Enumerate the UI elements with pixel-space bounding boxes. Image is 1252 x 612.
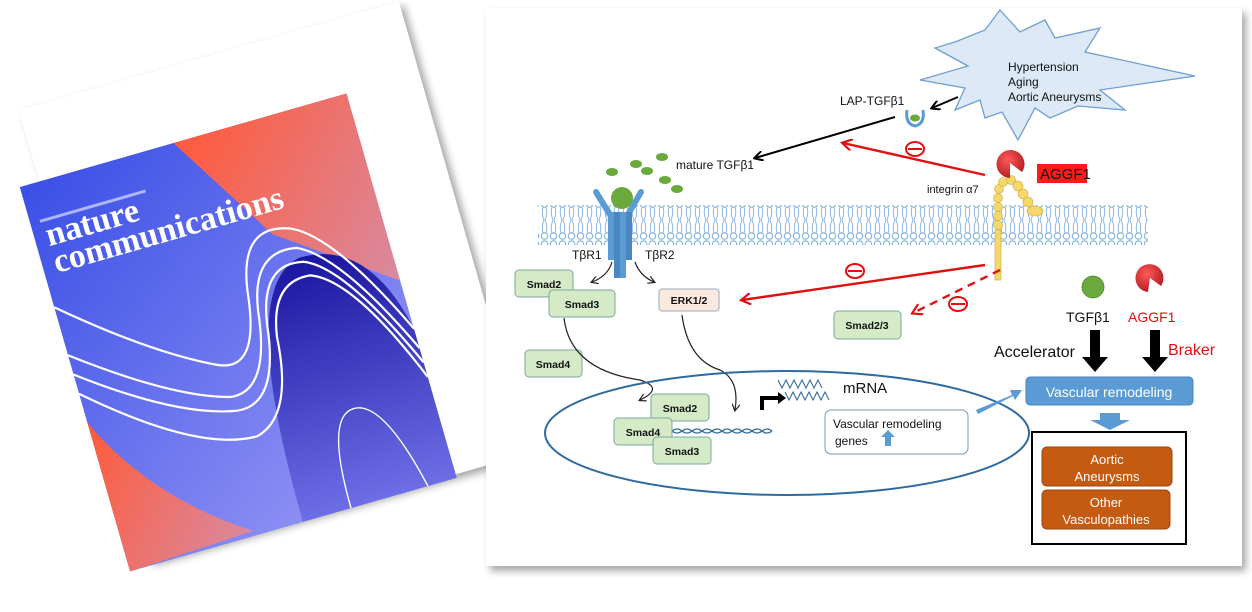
- receptor-2-label: TβR2: [645, 248, 675, 262]
- lap-to-mature-arrow: [755, 116, 896, 158]
- inhibit-icon: [845, 263, 865, 279]
- erk12-box: ERK1/2: [658, 288, 720, 312]
- mrna-squiggles: [777, 378, 830, 402]
- up-arrow-icon: [881, 430, 895, 446]
- down-arrow-icon: [1090, 413, 1130, 430]
- smad23-box: Smad2/3: [833, 310, 902, 340]
- pathway-panel: Hypertension Aging Aortic Aneurysms LAP-…: [486, 8, 1242, 566]
- cell-membrane: [538, 205, 1148, 245]
- receptor-1-label: TβR1: [572, 248, 602, 262]
- lap-tgfb1-icon: [905, 109, 925, 128]
- tgfb1-legend-label: TGFβ1: [1066, 309, 1110, 325]
- aggf1-inhibit-smad23-arrow: [913, 268, 1001, 313]
- burst-line-3: Aortic Aneurysms: [1008, 90, 1101, 104]
- stress-to-lap-arrow: [932, 96, 959, 108]
- smad-to-nucleus-arrow: [563, 317, 654, 400]
- svg-text:Smad3: Smad3: [665, 446, 700, 458]
- svg-text:genes: genes: [835, 434, 868, 448]
- aggf1-inhibit-activation-arrow: [843, 143, 986, 177]
- outcome-other-vasculopathies: Other Vasculopathies: [1041, 489, 1171, 530]
- svg-text:Smad3: Smad3: [565, 299, 600, 311]
- accelerator-label: Accelerator: [994, 344, 1076, 361]
- svg-text:Vasculopathies: Vasculopathies: [1062, 512, 1150, 527]
- nucleus: [544, 370, 1030, 496]
- nucleus-smad3-box: Smad3: [652, 436, 712, 465]
- accelerator-arrow: [1082, 330, 1108, 372]
- outcomes-box: Aortic Aneurysms Other Vasculopathies: [1031, 431, 1187, 545]
- cover-wave-lines: [53, 227, 429, 509]
- svg-text:Vascular remodeling: Vascular remodeling: [833, 417, 942, 431]
- erk-to-nucleus-arrow: [681, 314, 736, 410]
- integrin-alpha7: [993, 175, 1044, 281]
- nucleus-to-remodeling-arrow: [976, 390, 1022, 414]
- svg-text:ERK1/2: ERK1/2: [671, 295, 708, 307]
- svg-text:Smad2/3: Smad2/3: [845, 320, 888, 332]
- tgfb1-ligand-dots: [606, 153, 683, 193]
- aggf1-protein-icon: [996, 150, 1025, 178]
- svg-text:Smad2: Smad2: [663, 403, 698, 415]
- svg-text:Other: Other: [1090, 495, 1123, 510]
- smad4-box: Smad4: [524, 349, 583, 378]
- vascular-remodeling-box: Vascular remodeling: [1025, 376, 1194, 406]
- svg-text:Vascular remodeling: Vascular remodeling: [1046, 384, 1173, 400]
- aggf1-legend-label: AGGF1: [1128, 309, 1176, 325]
- svg-text:Aneurysms: Aneurysms: [1074, 469, 1140, 484]
- aggf1-tag-label: AGGF1: [1040, 166, 1091, 183]
- journal-cover: nature communications: [19, 1, 529, 572]
- tgfb1-legend-icon: [1081, 275, 1105, 299]
- nucleus-smad2-box: Smad2: [650, 393, 710, 422]
- transcription-start-icon: [760, 396, 780, 410]
- inhibit-icon: [905, 141, 925, 157]
- receptor-to-erk-arrow: [634, 261, 654, 282]
- stress-burst: Hypertension Aging Aortic Aneurysms: [919, 8, 1196, 142]
- svg-text:Smad4: Smad4: [536, 359, 571, 371]
- receptor-to-smad-arrow: [592, 261, 613, 282]
- vascular-genes-box: Vascular remodeling genes: [824, 409, 969, 455]
- smad3-box: Smad3: [548, 289, 616, 318]
- mrna-label: mRNA: [843, 380, 887, 397]
- cover-artwork: nature communications: [19, 93, 457, 572]
- svg-text:Smad4: Smad4: [626, 427, 661, 439]
- svg-text:Smad2: Smad2: [527, 279, 562, 291]
- lap-tgfb1-label: LAP-TGFβ1: [840, 94, 905, 108]
- aggf1-tag: [1037, 164, 1087, 183]
- burst-line-2: Aging: [1008, 75, 1039, 89]
- inhibit-icon: [948, 296, 968, 312]
- aggf1-legend-icon: [1135, 264, 1164, 292]
- svg-text:Aortic: Aortic: [1090, 452, 1124, 467]
- mature-tgfb1-label: mature TGFβ1: [676, 158, 754, 172]
- outcome-aortic-aneurysms: Aortic Aneurysms: [1041, 446, 1173, 487]
- burst-line-1: Hypertension: [1008, 60, 1079, 74]
- braker-arrow: [1142, 330, 1168, 372]
- integrin-label: integrin α7: [927, 184, 979, 196]
- braker-label: Braker: [1168, 342, 1216, 359]
- tgf-receptor: [593, 187, 644, 278]
- aggf1-inhibit-erk-arrow: [742, 263, 986, 300]
